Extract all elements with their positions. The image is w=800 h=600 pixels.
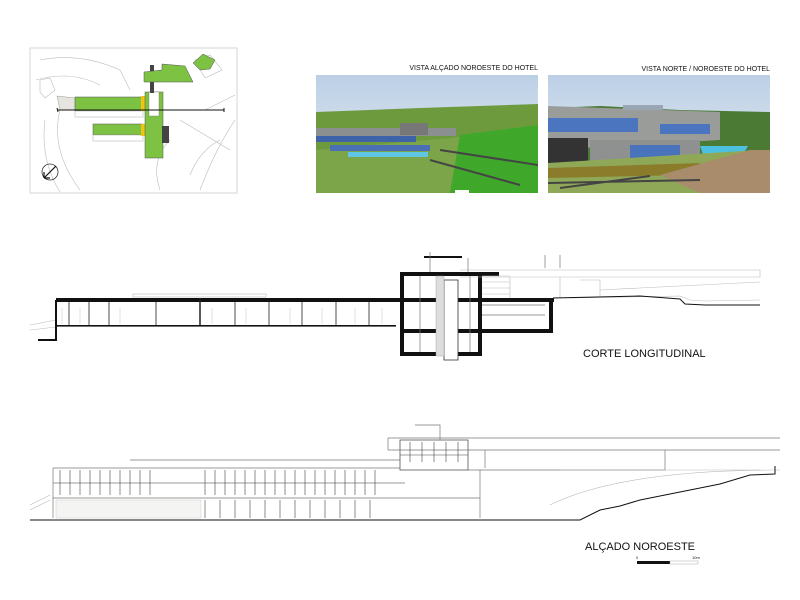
render-view-1	[316, 75, 538, 193]
section-title: CORTE LONGITUDINAL	[583, 348, 706, 360]
scale-bar: 0 10m	[636, 555, 700, 565]
view-title-northwest-elevation: VISTA ALÇADO NOROESTE DO HOTEL	[409, 65, 538, 72]
render-view-2	[548, 75, 770, 193]
view-title-north-northwest: VISTA NORTE / NOROESTE DO HOTEL	[642, 66, 771, 73]
scale-bar-end: 10m	[692, 555, 700, 560]
site-plan	[29, 47, 238, 194]
elevation-title: ALÇADO NOROESTE	[585, 541, 695, 553]
longitudinal-section	[29, 252, 761, 361]
north-arrow-icon	[41, 163, 59, 181]
northwest-elevation	[29, 424, 781, 521]
scale-bar-start: 0	[636, 555, 639, 560]
